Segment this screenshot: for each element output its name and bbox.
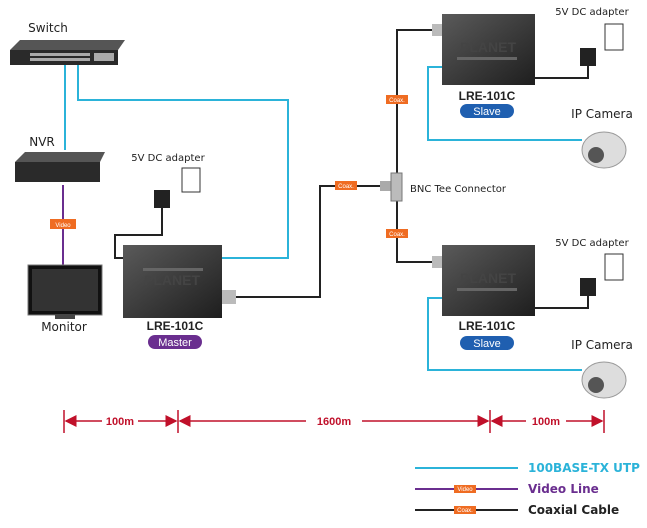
monitor-label: Monitor — [41, 320, 87, 334]
svg-text:PLANET: PLANET — [460, 270, 516, 286]
svg-text:Slave: Slave — [473, 106, 501, 118]
svg-text:PLANET: PLANET — [460, 39, 516, 55]
nvr-device: NVR — [15, 135, 105, 182]
tee-label: BNC Tee Connector — [410, 184, 507, 195]
power-adapter-icon — [580, 48, 596, 66]
master-model: LRE-101C — [147, 319, 204, 333]
video-tag-label: Video — [55, 223, 71, 229]
monitor-device: Monitor — [27, 264, 103, 334]
bnc-port-icon — [222, 290, 236, 304]
slave-badge — [460, 336, 514, 350]
video-tag — [50, 219, 76, 229]
svg-text:Coax.: Coax. — [457, 508, 473, 514]
slave-converter-top: PLANET LRE-101C Slave 5V DC adapter IP C… — [432, 7, 633, 169]
slave-converter-bottom: PLANET LRE-101C Slave 5V DC adapter IP C… — [432, 238, 633, 399]
brand-logo: PLANET — [144, 272, 200, 288]
ip-camera-icon — [581, 361, 627, 399]
switch-device: Switch — [10, 21, 125, 65]
svg-text:Coax.: Coax. — [338, 184, 354, 190]
legend-coax: Coaxial Cable — [528, 503, 619, 517]
legend: 100BASE-TX UTP Video Video Line Coax. Co… — [415, 461, 640, 517]
power-outlet-icon — [604, 23, 624, 51]
master-role: Master — [158, 337, 192, 349]
svg-text:LRE-101C: LRE-101C — [459, 89, 516, 103]
svg-text:Coax.: Coax. — [389, 232, 405, 238]
distance-label: 100m — [106, 416, 134, 428]
svg-text:Coax.: Coax. — [389, 98, 405, 104]
master-converter: 5V DC adapter PLANET LRE-101C Master — [123, 153, 236, 349]
slave-badge — [460, 104, 514, 118]
svg-text:5V DC adapter: 5V DC adapter — [555, 238, 629, 249]
utp-lines — [64, 65, 582, 371]
legend-video: Video Line — [528, 482, 599, 496]
bnc-tee-connector: BNC Tee Connector — [380, 172, 507, 202]
switch-label: Switch — [28, 21, 68, 35]
svg-text:LRE-101C: LRE-101C — [459, 319, 516, 333]
power-outlet-icon — [181, 167, 201, 193]
master-adapter-label: 5V DC adapter — [131, 153, 205, 164]
ip-camera-icon — [581, 131, 627, 169]
svg-text:Slave: Slave — [473, 338, 501, 350]
distance-label: 100m — [532, 416, 560, 428]
distance-label: 1600m — [317, 416, 351, 428]
svg-text:Video: Video — [457, 487, 473, 493]
distance-markers — [63, 410, 605, 433]
master-badge — [148, 335, 202, 349]
ip-camera-label: IP Camera — [571, 107, 633, 121]
legend-utp: 100BASE-TX UTP — [528, 461, 640, 475]
power-adapter-icon — [580, 278, 596, 296]
ip-camera-label: IP Camera — [571, 338, 633, 352]
power-adapter-icon — [154, 190, 170, 208]
power-outlet-icon — [604, 253, 624, 281]
svg-text:5V DC adapter: 5V DC adapter — [555, 7, 629, 18]
nvr-label: NVR — [29, 135, 55, 149]
coax-tags: Coax. Coax. Coax. — [335, 95, 408, 238]
